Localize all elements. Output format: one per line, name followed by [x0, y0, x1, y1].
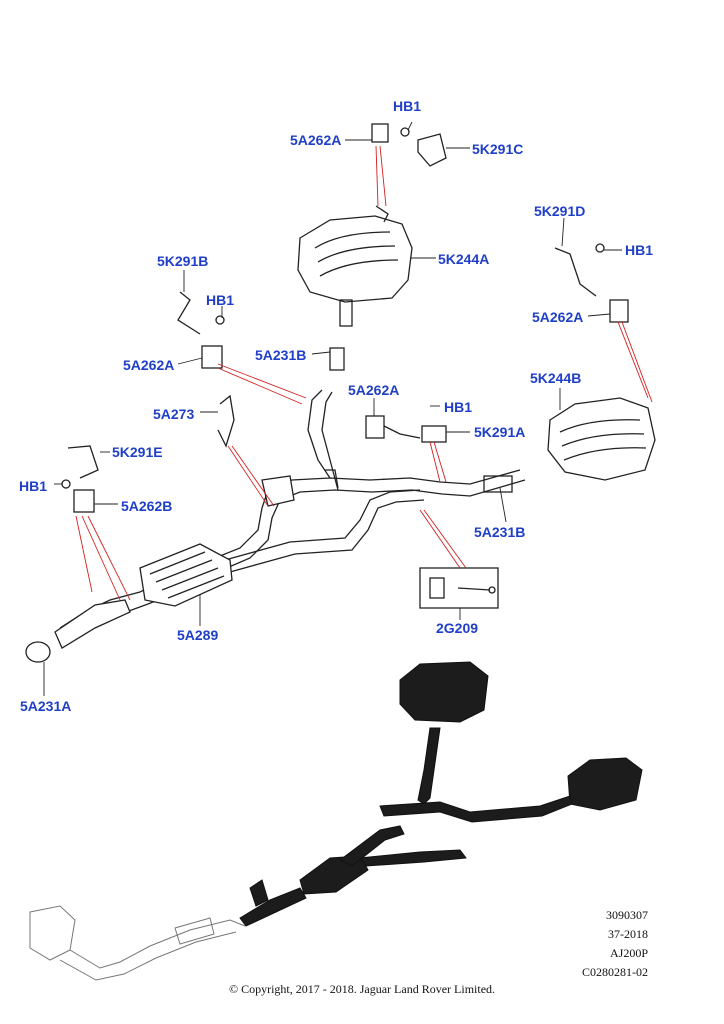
label-5a262a[interactable]: 5A262A [123, 357, 175, 373]
label-5k244b[interactable]: 5K244B [530, 370, 582, 386]
label-5k244a[interactable]: 5K244A [438, 251, 490, 267]
drawing-date: 37-2018 [608, 927, 648, 941]
label-5a262a[interactable]: 5A262A [290, 132, 342, 148]
label-hb1[interactable]: HB1 [625, 242, 654, 258]
label-5a262a[interactable]: 5A262A [348, 382, 400, 398]
callout-lines [43, 121, 622, 696]
rear-muffler-5k244b [483, 397, 656, 493]
hanger-brackets [61, 123, 629, 513]
label-hb1[interactable]: HB1 [206, 292, 235, 308]
rear-muffler-5k244a [297, 205, 413, 371]
label-5a289[interactable]: 5A289 [177, 627, 219, 643]
catalytic-converter [139, 543, 233, 607]
label-hb1[interactable]: HB1 [19, 478, 48, 494]
model-code: AJ200P [609, 946, 648, 960]
label-5a231b[interactable]: 5A231B [255, 347, 307, 363]
label-5a231b[interactable]: 5A231B [474, 524, 526, 540]
front-pipe-outline [29, 905, 246, 981]
label-hb1[interactable]: HB1 [444, 399, 473, 415]
assembled-system-silhouette [239, 661, 643, 927]
label-5a262a[interactable]: 5A262A [532, 309, 584, 325]
leader-lines [75, 145, 653, 601]
drawing-number: 3090307 [606, 908, 648, 922]
label-5a262b[interactable]: 5A262B [121, 498, 173, 514]
label-5k291b[interactable]: 5K291B [157, 253, 209, 269]
label-hb1[interactable]: HB1 [393, 98, 422, 114]
illustration-code: C0280281-02 [582, 965, 648, 979]
label-5k291a[interactable]: 5K291A [474, 424, 526, 440]
isolator-kit-2g209 [419, 567, 499, 609]
copyright-notice: © Copyright, 2017 - 2018. Jaguar Land Ro… [228, 982, 496, 996]
label-2g209[interactable]: 2G209 [436, 620, 479, 636]
label-5k291e[interactable]: 5K291E [112, 444, 163, 460]
label-5k291c[interactable]: 5K291C [472, 141, 524, 157]
label-5a273[interactable]: 5A273 [153, 406, 195, 422]
downpipe [25, 599, 131, 663]
label-5a231a[interactable]: 5A231A [20, 698, 72, 714]
label-5k291d[interactable]: 5K291D [534, 203, 586, 219]
